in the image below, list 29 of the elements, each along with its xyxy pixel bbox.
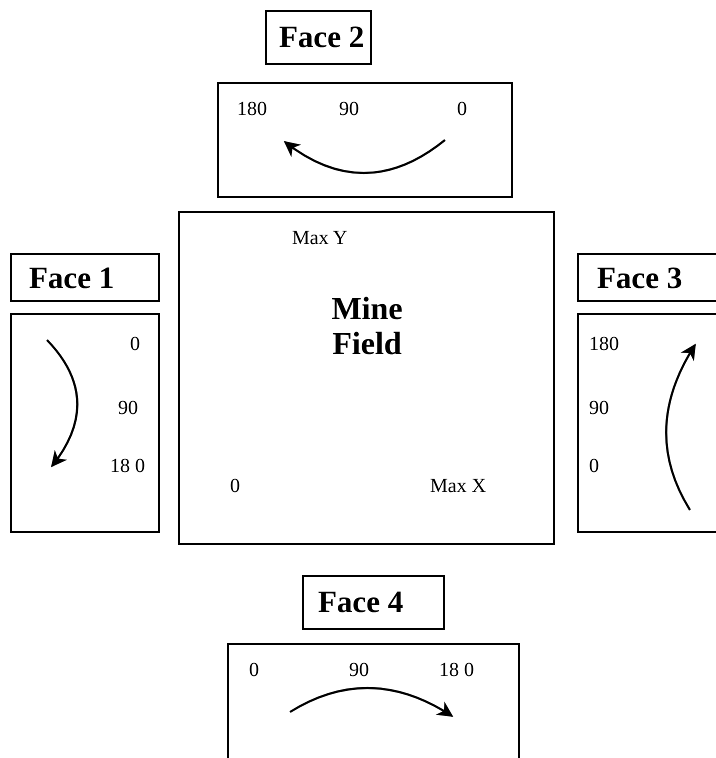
- angle-label: 90: [589, 397, 609, 419]
- angle-label: 0: [130, 333, 140, 355]
- axis-label: Max Y: [292, 227, 348, 249]
- axis-label: Max X: [430, 475, 486, 497]
- field-title: Mine Field: [330, 291, 404, 362]
- angle-label: 0: [589, 455, 599, 477]
- label-box: [10, 253, 160, 302]
- face-label: Face 4: [318, 585, 404, 620]
- angle-label: 90: [339, 98, 359, 120]
- angle-label: 180: [589, 333, 619, 355]
- face-label: Face 2: [279, 20, 364, 54]
- angle-label: 90: [118, 397, 138, 419]
- panel-box: [227, 643, 520, 758]
- angle-label: 0: [249, 659, 259, 681]
- face-label: Face 3: [597, 261, 682, 296]
- angle-label: 18 0: [110, 455, 145, 477]
- panel-box: [217, 82, 513, 198]
- angle-label: 90: [349, 659, 369, 681]
- angle-label: 0: [457, 98, 467, 120]
- origin-label: 0: [230, 475, 240, 497]
- face-label: Face 1: [29, 261, 114, 296]
- label-box: [577, 253, 716, 302]
- field-box: [178, 211, 555, 545]
- angle-label: 180: [237, 98, 267, 120]
- panel-box: [10, 313, 160, 533]
- angle-label: 18 0: [439, 659, 474, 681]
- panel-box: [577, 313, 716, 533]
- label-box: [265, 10, 372, 65]
- label-box: [302, 575, 445, 630]
